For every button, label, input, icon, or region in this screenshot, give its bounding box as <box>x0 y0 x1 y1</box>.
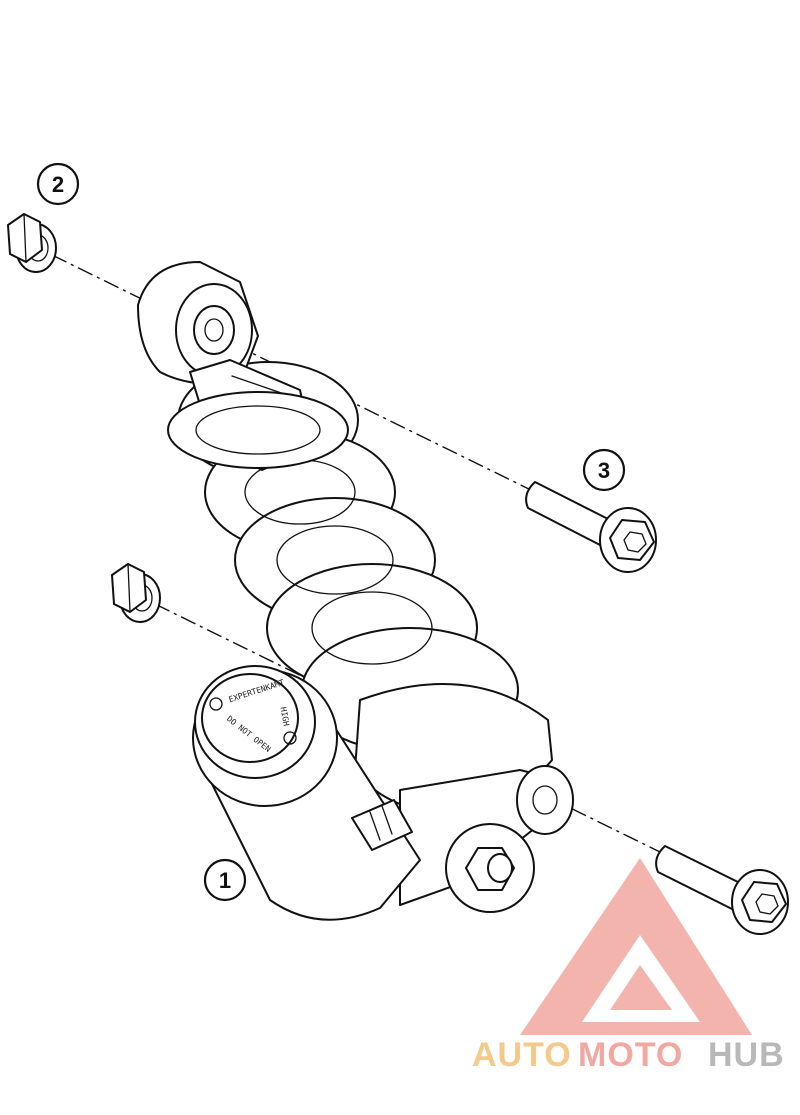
callout-1-label: 1 <box>219 868 231 893</box>
lower-mounting-bolt <box>655 845 789 935</box>
cap-text-line-3: HIGH <box>279 706 291 727</box>
lower-flange-nut <box>111 563 161 623</box>
watermark-triangle-core <box>610 965 672 1010</box>
lower-bolt-axis <box>154 603 661 853</box>
reservoir-canister <box>192 665 421 921</box>
upper-mounting-bolt <box>525 481 657 573</box>
watermark-word-auto: AUTO <box>472 1036 572 1074</box>
callout-1-circle <box>203 858 247 902</box>
callout-1: 1 <box>203 858 247 902</box>
callout-2-circle <box>36 162 80 206</box>
callout-3-circle <box>582 448 626 492</box>
callout-2-label: 2 <box>52 172 64 197</box>
watermark-logo <box>520 858 752 1035</box>
shock-top-eye <box>137 261 349 471</box>
damper-lower-nut <box>445 823 535 913</box>
callout-2: 2 <box>36 162 80 206</box>
watermark-word-moto: MOTO <box>578 1036 683 1074</box>
watermark-text: AUTO MOTO HUB <box>472 1036 785 1074</box>
callout-3-label: 3 <box>598 458 610 483</box>
callout-3: 3 <box>582 448 626 492</box>
upper-flange-nut <box>7 213 57 273</box>
watermark-word-hub: HUB <box>708 1036 785 1074</box>
